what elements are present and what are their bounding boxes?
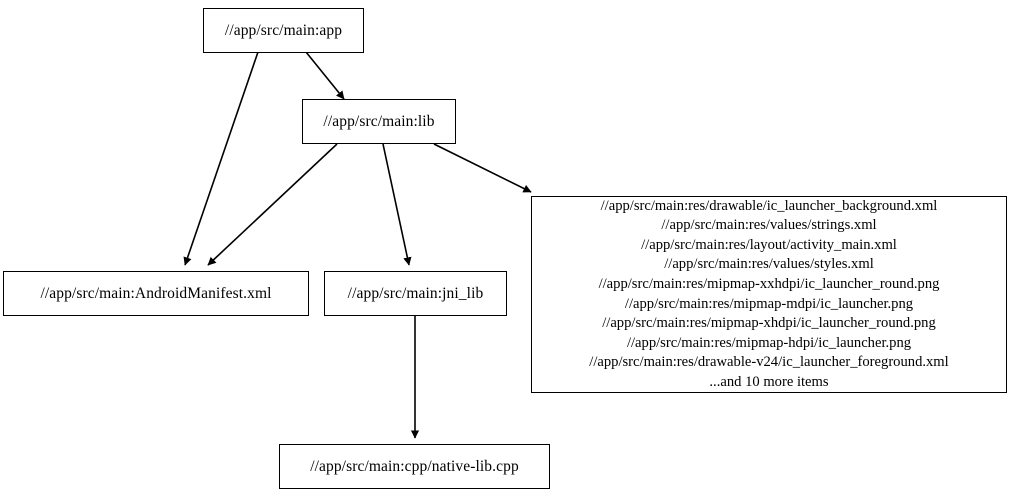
edge-lib-to-manifest xyxy=(207,143,338,266)
node-res-group-line-4: //app/src/main:res/mipmap-xxhdpi/ic_laun… xyxy=(598,275,940,292)
edge-app-to-manifest xyxy=(183,51,259,266)
node-res-group-line-1: //app/src/main:res/values/strings.xml xyxy=(661,217,877,234)
node-res-group-label-list: //app/src/main:res/drawable/ic_launcher_… xyxy=(532,197,1006,393)
edge-lib-to-res-group xyxy=(433,143,532,193)
node-res-group-line-5: //app/src/main:res/mipmap-mdpi/ic_launch… xyxy=(624,295,914,312)
node-jni-lib[interactable]: //app/src/main:jni_lib xyxy=(324,271,507,316)
node-lib[interactable]: //app/src/main:lib xyxy=(302,99,456,144)
node-android-manifest-label: //app/src/main:AndroidManifest.xml xyxy=(40,284,272,302)
node-res-group-line-2: //app/src/main:res/layout/activity_main.… xyxy=(641,236,897,253)
node-res-group-line-6: //app/src/main:res/mipmap-xhdpi/ic_launc… xyxy=(602,315,936,332)
node-res-group-line-3: //app/src/main:res/values/styles.xml xyxy=(664,256,874,273)
node-res-group[interactable]: //app/src/main:res/drawable/ic_launcher_… xyxy=(531,196,1007,393)
node-res-group-line-0: //app/src/main:res/drawable/ic_launcher_… xyxy=(600,197,938,214)
node-app[interactable]: //app/src/main:app xyxy=(203,8,364,53)
node-app-label: //app/src/main:app xyxy=(224,21,343,39)
node-native-lib-cpp-label: //app/src/main:cpp/native-lib.cpp xyxy=(310,457,519,475)
node-res-group-line-8: //app/src/main:res/drawable-v24/ic_launc… xyxy=(589,354,949,371)
node-jni-lib-label: //app/src/main:jni_lib xyxy=(347,284,484,302)
node-android-manifest[interactable]: //app/src/main:AndroidManifest.xml xyxy=(3,271,309,316)
edge-app-to-lib xyxy=(305,51,345,100)
node-res-group-line-7: //app/src/main:res/mipmap-hdpi/ic_launch… xyxy=(626,334,912,351)
node-lib-label: //app/src/main:lib xyxy=(323,112,435,130)
edge-lib-to-jni-lib xyxy=(382,143,412,266)
node-native-lib-cpp[interactable]: //app/src/main:cpp/native-lib.cpp xyxy=(279,444,550,489)
node-res-group-line-9: ...and 10 more items xyxy=(709,373,829,390)
